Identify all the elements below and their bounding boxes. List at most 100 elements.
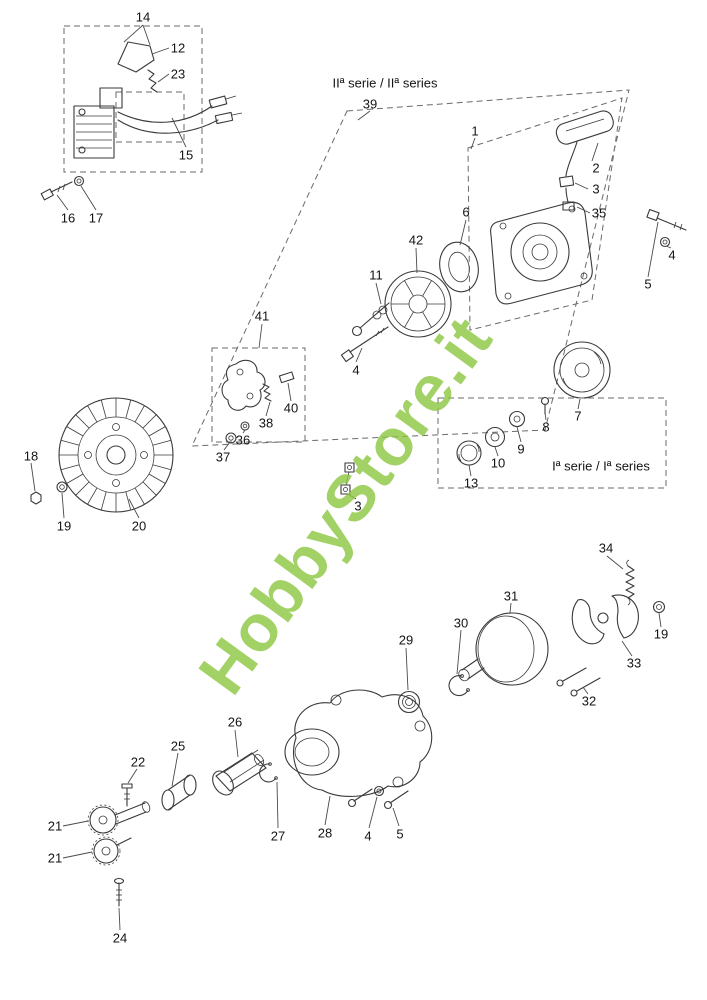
bolt-4-pulley (340, 326, 389, 363)
starter-pulley-42 (384, 270, 452, 338)
callout-5-right: 5 (644, 276, 652, 292)
rope-guide-3 (558, 175, 575, 188)
washer-4-housing (373, 785, 385, 797)
bushing-25 (161, 774, 197, 811)
callout-41: 41 (254, 308, 270, 324)
callout-18: 18 (23, 448, 39, 464)
pawl-plate (221, 359, 266, 411)
clutch-bell-31 (458, 612, 549, 686)
callout-37: 37 (215, 449, 231, 465)
clutch-drum-7 (553, 341, 611, 399)
screw-24 (113, 877, 125, 907)
leader-lines (30, 24, 672, 931)
coil-wire-harness (117, 95, 243, 134)
screw-5-housing (347, 788, 409, 810)
callout-14: 14 (135, 9, 151, 25)
callout-3-lower: 3 (354, 498, 362, 514)
clutch-shoes-33 (571, 594, 639, 645)
bearing-29 (397, 690, 421, 714)
callout-10: 10 (490, 455, 506, 471)
callout-16: 16 (60, 210, 76, 226)
callout-20: 20 (131, 518, 147, 534)
callout-22: 22 (130, 754, 146, 770)
washer-37 (225, 432, 237, 444)
washer-4-right (659, 236, 671, 248)
callout-4-housing: 4 (364, 828, 372, 844)
callout-42: 42 (408, 232, 424, 248)
spark-plug-cap (117, 41, 158, 93)
screw-8 (540, 396, 550, 415)
screws-32 (556, 667, 601, 697)
circlip-27 (259, 762, 278, 783)
rope-bushing-35 (562, 201, 575, 211)
callout-36: 36 (235, 432, 251, 448)
callout-11: 11 (369, 267, 383, 283)
callout-9: 9 (517, 441, 525, 457)
callout-24: 24 (112, 930, 128, 946)
callout-2: 2 (592, 160, 600, 176)
bolt-5-right (646, 208, 687, 231)
callout-8: 8 (542, 419, 550, 435)
starter-housing (490, 201, 593, 305)
bolt-16 (40, 181, 73, 201)
starter-rope (565, 141, 578, 203)
callout-35: 35 (591, 205, 607, 221)
washer-36 (240, 421, 250, 431)
callout-30: 30 (453, 615, 469, 631)
starter-handle (555, 110, 614, 145)
washer-17 (73, 175, 85, 187)
callout-15: 15 (178, 147, 194, 163)
bevel-gear-lower-21 (91, 836, 132, 866)
series1-boundary (437, 397, 667, 489)
callout-4-right: 4 (668, 247, 676, 263)
callout-17: 17 (88, 210, 104, 226)
ignition-module-boundary (63, 25, 203, 173)
drum-cup-13 (456, 440, 482, 466)
washer-19-flywheel (56, 481, 68, 493)
callout-19-clutch: 19 (653, 626, 669, 642)
pinion-coupler-26 (212, 749, 267, 796)
callout-31: 31 (503, 588, 519, 604)
callout-38: 38 (258, 415, 274, 431)
hub-9 (508, 410, 526, 428)
pawl-spring-38 (262, 383, 272, 402)
nut-18 (30, 491, 42, 505)
circlip-30 (448, 674, 470, 697)
screw-11 (351, 302, 390, 337)
series2-label: IIª serie / IIª series (332, 75, 438, 91)
callout-28: 28 (317, 825, 333, 841)
clutch-spring-34 (625, 559, 635, 606)
callout-7: 7 (574, 408, 582, 424)
callout-19-flywheel: 19 (56, 518, 72, 534)
callout-26: 26 (227, 714, 243, 730)
callout-34: 34 (598, 540, 614, 556)
callout-27: 27 (270, 828, 286, 844)
flywheel-20 (58, 397, 174, 513)
ignition-coil (73, 87, 123, 159)
callout-33: 33 (626, 655, 642, 671)
pawl-pin-40 (278, 371, 295, 384)
nuts-3-lower (340, 462, 355, 495)
clutch-housing-28 (284, 689, 433, 797)
callout-32: 32 (581, 693, 597, 709)
callout-23: 23 (170, 66, 186, 82)
screw-22 (121, 783, 133, 807)
callout-3-starter: 3 (592, 181, 600, 197)
callout-39: 39 (362, 96, 378, 112)
series1-label: Iª serie / Iª series (552, 458, 650, 474)
washer-19-clutch (652, 600, 666, 614)
bevel-gear-upper-21 (87, 801, 151, 836)
callout-4-pulley: 4 (352, 362, 360, 378)
callout-25: 25 (170, 738, 186, 754)
callout-29: 29 (398, 632, 414, 648)
callout-5-housing: 5 (396, 826, 404, 842)
callout-40: 40 (283, 400, 299, 416)
callout-12: 12 (170, 40, 186, 56)
series2-boundary (191, 89, 630, 447)
callout-21-lower: 21 (47, 850, 63, 866)
callout-6: 6 (462, 204, 470, 220)
ratchet-10 (484, 426, 506, 448)
callout-21-upper: 21 (47, 818, 63, 834)
